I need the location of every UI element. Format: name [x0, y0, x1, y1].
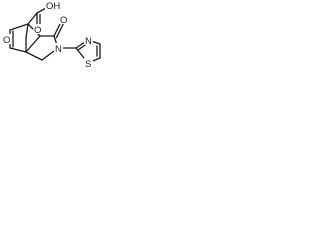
label-bg-cooh-o [33, 24, 42, 34]
atom-label-carboxyl-o: O [34, 25, 41, 36]
chemical-structure: OH O O O N N S [2, 0, 101, 70]
label-bg-bridge-o [2, 34, 11, 44]
bond-c1-c5 [9, 23, 29, 31]
bond-ch2-c7 [25, 51, 43, 61]
label-bg-lactam-o [59, 14, 68, 24]
atom-label-thiazole-s: S [85, 59, 91, 70]
bond-co-o-2 [55, 20, 66, 39]
label-bg-thiazole-s [84, 58, 93, 68]
bond-bridge-1 [25, 23, 29, 39]
atom-label-ring-n: N [55, 44, 62, 55]
atom-label-carboxyl-oh: OH [46, 1, 60, 12]
label-bg-thiazole-n [84, 35, 93, 45]
atom-label-bridge-o: O [3, 35, 10, 46]
bond-c6-c7 [9, 47, 27, 53]
atom-label-lactam-o: O [60, 15, 67, 26]
atom-label-thiazole-n: N [85, 36, 92, 47]
bond-cooh-ring [27, 12, 38, 25]
bond-c7-c2 [25, 35, 41, 53]
label-bg-ring-n [54, 43, 63, 53]
label-bg-oh [45, 0, 61, 10]
atom-labels: OH O O O N N S [2, 0, 93, 70]
